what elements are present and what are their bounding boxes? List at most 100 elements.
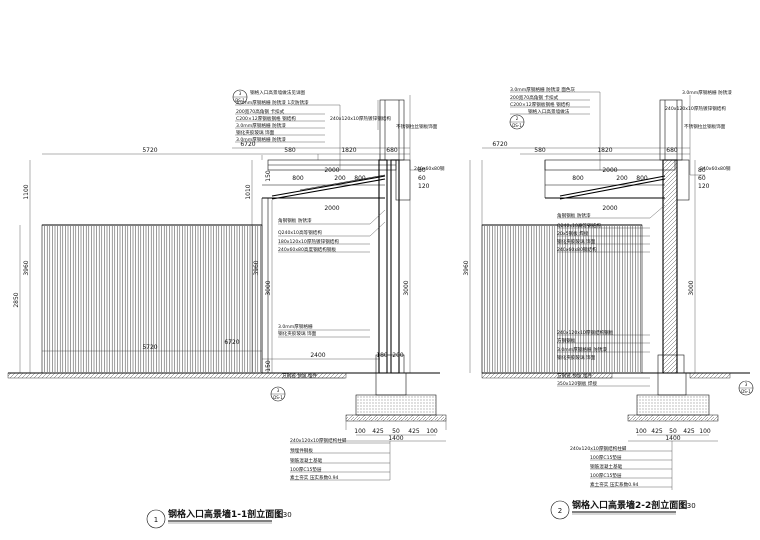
dimension-label: 5720 xyxy=(142,147,157,154)
callout-sheet: DS-1 xyxy=(741,389,751,394)
annotation-note: 素土夯实 压实系数0.94 xyxy=(590,481,639,488)
drawing-scale: 1:30 xyxy=(680,502,696,510)
dimension-label: 1400 xyxy=(388,435,403,442)
dimension-label: 2000 xyxy=(324,167,339,174)
dimension-label: 800 xyxy=(292,175,304,182)
annotation-note: 240x60x80钢 xyxy=(700,165,731,172)
annotation-note: 3.0mm厚钢格栅 防锈漆 xyxy=(682,89,732,96)
dimension-label: 580 xyxy=(534,147,546,154)
annotation-note: 钢化夹胶玻璃 饰面 xyxy=(236,129,275,136)
annotation-note: 200宽70高角钢 卡扣式 xyxy=(510,94,559,101)
dimension-label: 150 xyxy=(265,170,272,182)
annotation-note: 素土夯实 压实系数0.94 xyxy=(290,474,339,481)
dimension-label: 425 xyxy=(683,428,695,435)
annotation-note: 角钢钢板 防锈漆 xyxy=(278,217,312,224)
annotation-note: C200×12厚钢板钢格 钢结构 xyxy=(510,101,570,108)
callout-top-1 xyxy=(232,89,248,105)
screen-slats xyxy=(484,226,641,372)
ground-line xyxy=(481,372,750,379)
dimension-label: 1400 xyxy=(665,435,680,442)
dimension-label: 5720 xyxy=(142,344,157,351)
title-number: 2 xyxy=(558,507,562,515)
dimension-label: 3000 xyxy=(688,280,695,295)
annotation-note: 预埋件钢板 xyxy=(290,447,313,454)
annotation-note: 240x120x10厚钢结构柱脚 xyxy=(290,437,347,444)
dimension-label: 60 xyxy=(418,175,426,182)
dimension-label: 200 xyxy=(616,175,628,182)
annotation-note: 20x5钢板 焊接 xyxy=(557,230,589,237)
ground-line xyxy=(7,372,440,379)
dimension-label: 800 xyxy=(572,175,584,182)
leader-lines xyxy=(510,91,705,490)
annotation-note: 不锈钢拉丝钢板饰面 xyxy=(396,123,438,130)
dimension-label: 1820 xyxy=(341,147,356,154)
screen-slats xyxy=(44,226,261,372)
callout-number: 3 xyxy=(277,388,280,393)
callout-bottom-2 xyxy=(738,380,754,396)
foundation xyxy=(345,372,447,430)
callout-number: 2 xyxy=(516,116,519,121)
dimension-label: 2000 xyxy=(602,167,617,174)
annotation-note: 方钢管 预留 埋件 xyxy=(557,372,592,379)
drawing-scale: 1:30 xyxy=(276,511,292,519)
annotation-note: 100厚C15垫层 xyxy=(290,466,322,473)
annotation-note: 钢筋混凝土基础 xyxy=(590,463,623,470)
dimension-label: 425 xyxy=(372,428,384,435)
dimension-label: 200 xyxy=(392,352,404,359)
dimension-label: 680 xyxy=(386,147,398,154)
annotation-note: 钢格入口高景墙做法 xyxy=(528,108,570,115)
dimension-label: 120 xyxy=(698,183,710,190)
dimension-label: 1010 xyxy=(245,184,252,199)
leader-lines xyxy=(235,95,420,481)
dimension-label: 200 xyxy=(334,175,346,182)
dimension-label: 120 xyxy=(418,183,430,190)
dimension-label: 3960 xyxy=(23,260,30,275)
annotation-note: 角钢钢板 防锈漆 xyxy=(557,212,591,219)
annotation-note: 钢化夹胶玻璃 饰面 xyxy=(557,238,596,245)
dimension-label: 100 xyxy=(354,428,366,435)
dimension-label: 6720 xyxy=(492,141,507,148)
dimension-label: 1820 xyxy=(597,147,612,154)
annotation-note: 240x60x80钢 xyxy=(414,165,445,172)
annotation-note: 钢化夹胶玻璃 饰面 xyxy=(278,330,317,337)
annotation-note: 240x120x10厚钢结构钢板 xyxy=(557,329,614,336)
section-1-1-drawing xyxy=(7,89,447,481)
annotation-note: C200×12厚钢板钢格 钢结构 xyxy=(236,115,296,122)
dimension-lines xyxy=(19,147,446,442)
annotation-note: 不锈钢拉丝钢板饰面 xyxy=(684,123,726,130)
annotation-note: 3.0mm厚钢格栅 防锈漆 xyxy=(557,346,607,353)
annotation-note: 240x60x80钢结构 xyxy=(557,246,597,253)
drawing-title: 钢格入口高景墙1-1剖立面图 xyxy=(168,508,283,520)
dimension-label: 6720 xyxy=(224,339,239,346)
dimension-label: 6720 xyxy=(240,141,255,148)
dimension-label: 80 xyxy=(698,167,706,174)
dimension-label: 1100 xyxy=(23,184,30,199)
annotation-note: 240x120x10厚热镀锌钢结构 xyxy=(665,105,726,112)
annotation-note: 350x120钢板 焊接 xyxy=(557,380,597,387)
drawing-title: 钢格入口高景墙2-2剖立面图 xyxy=(572,499,687,511)
main-frame xyxy=(261,184,385,373)
callout-sheet: DS-1 xyxy=(273,395,283,400)
annotation-note: 3.0mm厚钢格栅 xyxy=(278,323,313,330)
dimension-label: 2000 xyxy=(324,205,339,212)
dimension-label: 2400 xyxy=(310,352,325,359)
annotation-note: 3.0mm厚钢格栅 防锈漆 1次防锈漆 xyxy=(236,99,309,106)
callout-top-2 xyxy=(509,114,525,130)
annotation-note: 180x120x10厚热镀锌钢结构 xyxy=(278,238,339,245)
callout-sheet: DS-1 xyxy=(235,98,245,103)
annotation-note: 方钢管 预留 埋件 xyxy=(282,372,317,379)
dimension-label: 680 xyxy=(666,147,678,154)
drawing-title-1: 1 钢格入口高景墙1-1剖立面图 1:30 xyxy=(146,508,292,529)
title-number: 1 xyxy=(154,516,158,524)
steel-column xyxy=(657,99,690,374)
drawing-title-2: 2 钢格入口高景墙2-2剖立面图 1:30 xyxy=(550,499,696,520)
annotation-note: 钢化夹胶玻璃 饰面 xyxy=(557,354,596,361)
annotation-note: 100厚C15垫层 xyxy=(590,454,622,461)
canopy-beam xyxy=(267,159,397,200)
annotation-note: 100厚C15垫层 xyxy=(590,472,622,479)
dimension-label: 3960 xyxy=(463,260,470,275)
annotation-note: 200宽70高角钢 卡扣式 xyxy=(236,108,285,115)
dimension-label: 100 xyxy=(426,428,438,435)
annotation-note: Q240x10高等钢结构 xyxy=(278,229,322,236)
